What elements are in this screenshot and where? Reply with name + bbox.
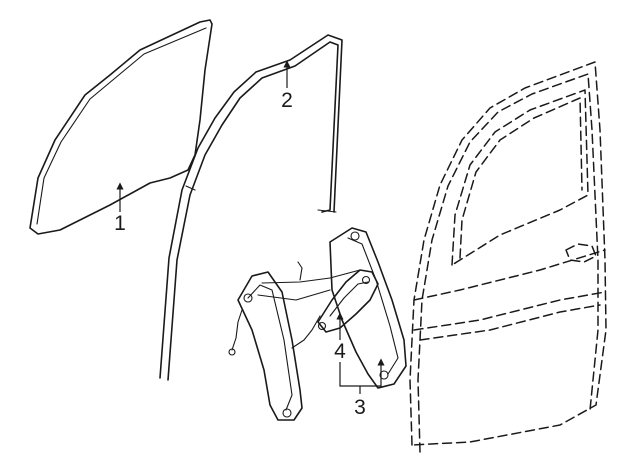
regulator-motor-icon[interactable]	[317, 269, 379, 333]
door-glass-icon[interactable]	[29, 19, 213, 235]
callout-2: 2	[281, 89, 293, 112]
callout-1: 1	[114, 212, 126, 235]
callout-4: 4	[334, 340, 346, 363]
window-regulator-icon[interactable]	[228, 227, 407, 421]
run-channel-icon[interactable]	[159, 34, 343, 381]
front-door-shell-icon	[409, 61, 607, 453]
callout-leaders	[116, 60, 385, 394]
callout-3: 3	[354, 396, 366, 419]
